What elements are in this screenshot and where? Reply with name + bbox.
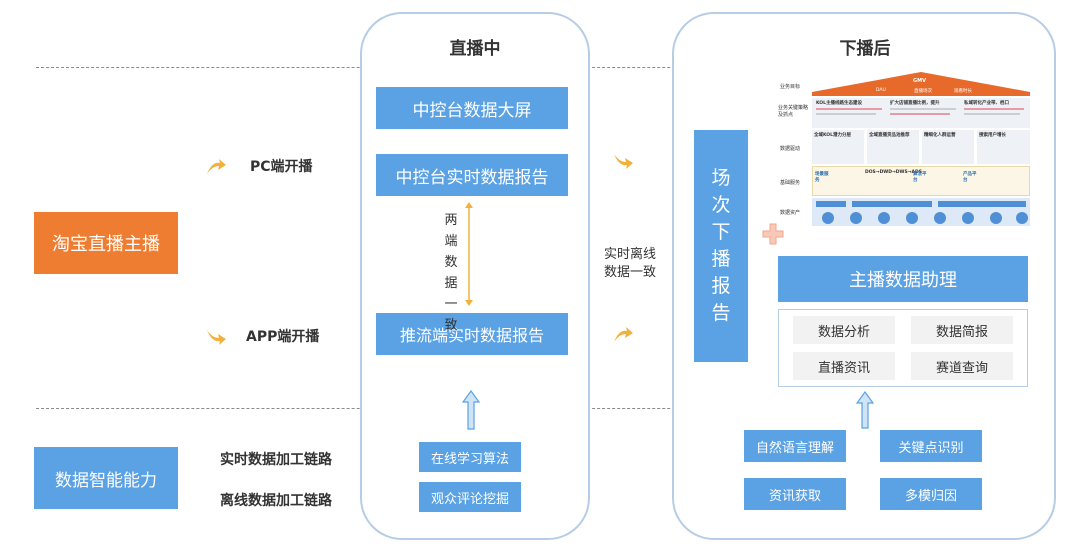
to-after-arrow-top-icon [614, 154, 633, 169]
thumb-row3-head-2: 精细化人群运营 [924, 133, 956, 138]
session-report-label: 场次下播报告 [711, 167, 731, 324]
thumb-roof-item-2: 观看时长 [954, 89, 972, 94]
push-report-box: 推流端实时数据报告 [376, 313, 568, 355]
thumb-row2-head-1: 扩大店铺直播比例，提升 [890, 101, 940, 106]
screen-box: 中控台数据大屏 [376, 87, 568, 129]
thumb-row-label-1: 业务关键策略及抓点 [778, 105, 809, 118]
thumb-row2-head-0: KOL主播线路生态建设 [816, 101, 862, 106]
consistency-line1: 实时离线 [604, 247, 657, 262]
consistency-arrow-icon [465, 202, 473, 306]
report-box: 中控台实时数据报告 [376, 154, 568, 196]
thumb-row3-head-3: 搜索用户增长 [979, 133, 1006, 138]
after-column-title: 下播后 [839, 39, 891, 59]
thumb-row3: 全域KOL潜力分层 全域直播货品池推荐 精细化人群运营 搜索用户增长 [812, 130, 1030, 164]
comment-mining-box: 观众评论挖掘 [419, 482, 521, 512]
live-column-title: 直播中 [449, 39, 501, 59]
thumb-row2-head-2: 私域转化产业带、档口 [964, 101, 1009, 106]
assistant-grid: 数据分析 数据简报 直播资讯 赛道查询 [778, 309, 1028, 387]
grid-cell-brief: 数据简报 [911, 316, 1013, 344]
ability-box: 数据智能能力 [34, 447, 178, 509]
thumb-row4-head: DOS→DWD→DWS→ADS [865, 170, 922, 175]
after-up-arrow-icon [856, 391, 874, 429]
multimodal-box: 多模归因 [880, 478, 982, 510]
thumb-row-label-2: 数据驱动 [780, 146, 801, 152]
thumb-row4-label-2: 产品平台 [963, 172, 977, 183]
to-after-arrow-bottom-icon [614, 327, 633, 342]
live-up-arrow-icon [462, 390, 480, 430]
grid-cell-news: 直播资讯 [793, 352, 895, 380]
thumb-row2: KOL主播线路生态建设 扩大店铺直播比例，提升 私域转化产业带、档口 [812, 98, 1030, 128]
thumb-row4-label-0: 场景服务 [815, 172, 829, 183]
pc-arrow-icon [207, 159, 226, 174]
consistency-line2: 数据一致 [604, 265, 657, 280]
strategy-thumbnail: 业务目标 业务关键策略及抓点 数据驱动 基础服务 数据资产 GMV DAU 直播… [776, 72, 1032, 228]
pc-label: PC端开播 [250, 159, 313, 175]
thumb-row4-label-1: 算法平台 [913, 172, 927, 183]
realtime-chain-label: 实时数据加工链路 [220, 452, 332, 468]
thumb-row3-head-1: 全域直播货品池推荐 [869, 133, 910, 138]
thumb-roof-item-0: DAU [876, 88, 886, 93]
thumb-roof [812, 72, 1030, 96]
thumb-row4: 场景服务 DOS→DWD→DWS→ADS 算法平台 产品平台 [812, 166, 1030, 196]
grid-cell-analysis: 数据分析 [793, 316, 895, 344]
session-report-box: 场次下播报告 [694, 130, 748, 362]
offline-chain-label: 离线数据加工链路 [220, 493, 332, 509]
app-label: APP端开播 [246, 329, 320, 345]
thumb-row-label-4: 数据资产 [780, 210, 801, 216]
online-learning-box: 在线学习算法 [419, 442, 521, 472]
consistency-text: 两端数据一致 [444, 213, 458, 333]
app-arrow-icon [207, 330, 226, 345]
thumb-row5 [812, 198, 1030, 226]
thumb-roof-top: GMV [913, 78, 926, 84]
news-fetch-box: 资讯获取 [744, 478, 846, 510]
assistant-box: 主播数据助理 [778, 256, 1028, 302]
grid-cell-track: 赛道查询 [911, 352, 1013, 380]
plus-icon [762, 223, 784, 245]
anchor-box: 淘宝直播主播 [34, 212, 178, 274]
thumb-roof-item-1: 直播场次 [914, 89, 932, 94]
thumb-row-label-3: 基础服务 [780, 180, 801, 186]
keypoint-box: 关键点识别 [880, 430, 982, 462]
thumb-row-label-0: 业务目标 [780, 84, 801, 90]
thumb-row3-head-0: 全域KOL潜力分层 [814, 133, 851, 138]
nlu-box: 自然语言理解 [744, 430, 846, 462]
